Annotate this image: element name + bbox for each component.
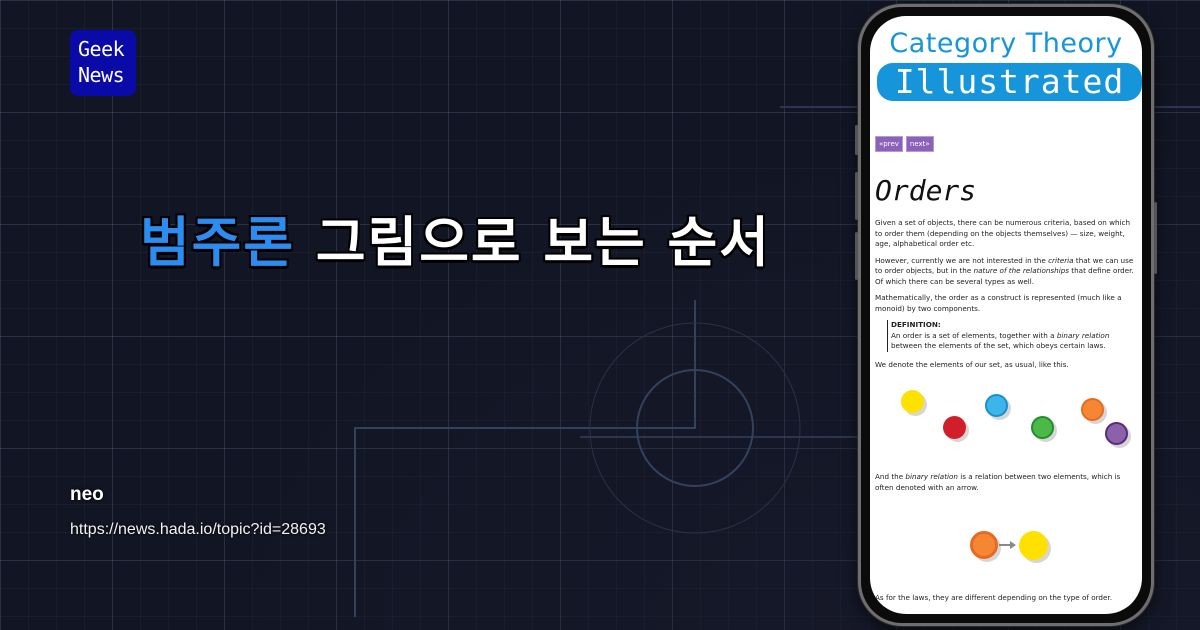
author-name: neo	[70, 484, 104, 505]
text: An order is a set of elements, together …	[891, 330, 1057, 340]
yellow-element-dot	[1019, 531, 1048, 560]
paragraph-2: However, currently we are not interested…	[875, 256, 1136, 288]
prev-link[interactable]: «prev	[875, 136, 903, 152]
paragraph-5: And the binary relation is a relation be…	[875, 472, 1136, 493]
headline-accent: 범주론	[140, 211, 296, 274]
paragraph-1: Given a set of objects, there can be num…	[875, 218, 1131, 248]
logo-line-1: Geek	[78, 37, 125, 61]
emphasis: nature of the relationships	[973, 266, 1070, 275]
phone-side-button	[855, 125, 858, 155]
arrow-line	[999, 544, 1011, 546]
pager: «prev next»	[875, 136, 934, 152]
geeknews-logo: Geek News	[70, 30, 136, 96]
phone-volume-up-button	[855, 172, 858, 220]
paragraph-3: Mathematically, the order as a construct…	[875, 293, 1122, 313]
paragraph-4: We denote the elements of our set, as us…	[875, 359, 1069, 369]
site-title[interactable]: Category Theory	[889, 28, 1123, 59]
emphasis: binary relation	[1056, 330, 1110, 340]
text: is a relation between two elements, whic…	[875, 472, 1121, 492]
definition-block: DEFINITION: An order is a set of element…	[887, 320, 1136, 352]
green-element-dot	[1031, 416, 1054, 439]
text: between the elements of the set, which o…	[891, 341, 1106, 350]
headline: 범주론 그림으로 보는 순서	[140, 198, 771, 277]
logo-line-2: News	[78, 63, 125, 87]
elements-figure	[875, 376, 1136, 472]
phone-volume-down-button	[855, 232, 858, 280]
article-content: Orders Given a set of objects, there can…	[875, 174, 1136, 610]
arrow-right-icon	[1010, 541, 1016, 549]
orange-element-dot	[1081, 398, 1104, 421]
emphasis: criteria	[1048, 255, 1074, 265]
definition-label: DEFINITION:	[891, 320, 941, 329]
next-link[interactable]: next»	[905, 136, 934, 152]
paragraph-6: As for the laws, they are different depe…	[875, 593, 1112, 602]
phone-mockup: Category Theory Illustrated «prev next» …	[855, 4, 1157, 626]
text: that define order. Of which there can be…	[875, 266, 1134, 286]
red-element-dot	[943, 416, 966, 439]
blue-element-dot	[985, 394, 1008, 417]
phone-screen: Category Theory Illustrated «prev next» …	[870, 16, 1142, 614]
topic-url[interactable]: https://news.hada.io/topic?id=28693	[70, 521, 326, 538]
text: that we can use to order objects, but in…	[875, 255, 1134, 276]
article-title: Orders	[875, 174, 977, 207]
purple-element-dot	[1105, 422, 1128, 445]
orange-element-dot	[970, 531, 998, 559]
text: And the	[875, 472, 906, 481]
emphasis: binary relation	[905, 472, 958, 481]
site-subtitle[interactable]: Illustrated	[877, 63, 1142, 101]
phone-power-button	[1154, 202, 1157, 274]
yellow-element-dot	[901, 390, 924, 413]
text: However, currently we are not interested…	[875, 255, 1049, 265]
headline-rest: 그림으로 보는 순서	[295, 211, 771, 274]
binary-relation-figure	[875, 501, 1136, 593]
